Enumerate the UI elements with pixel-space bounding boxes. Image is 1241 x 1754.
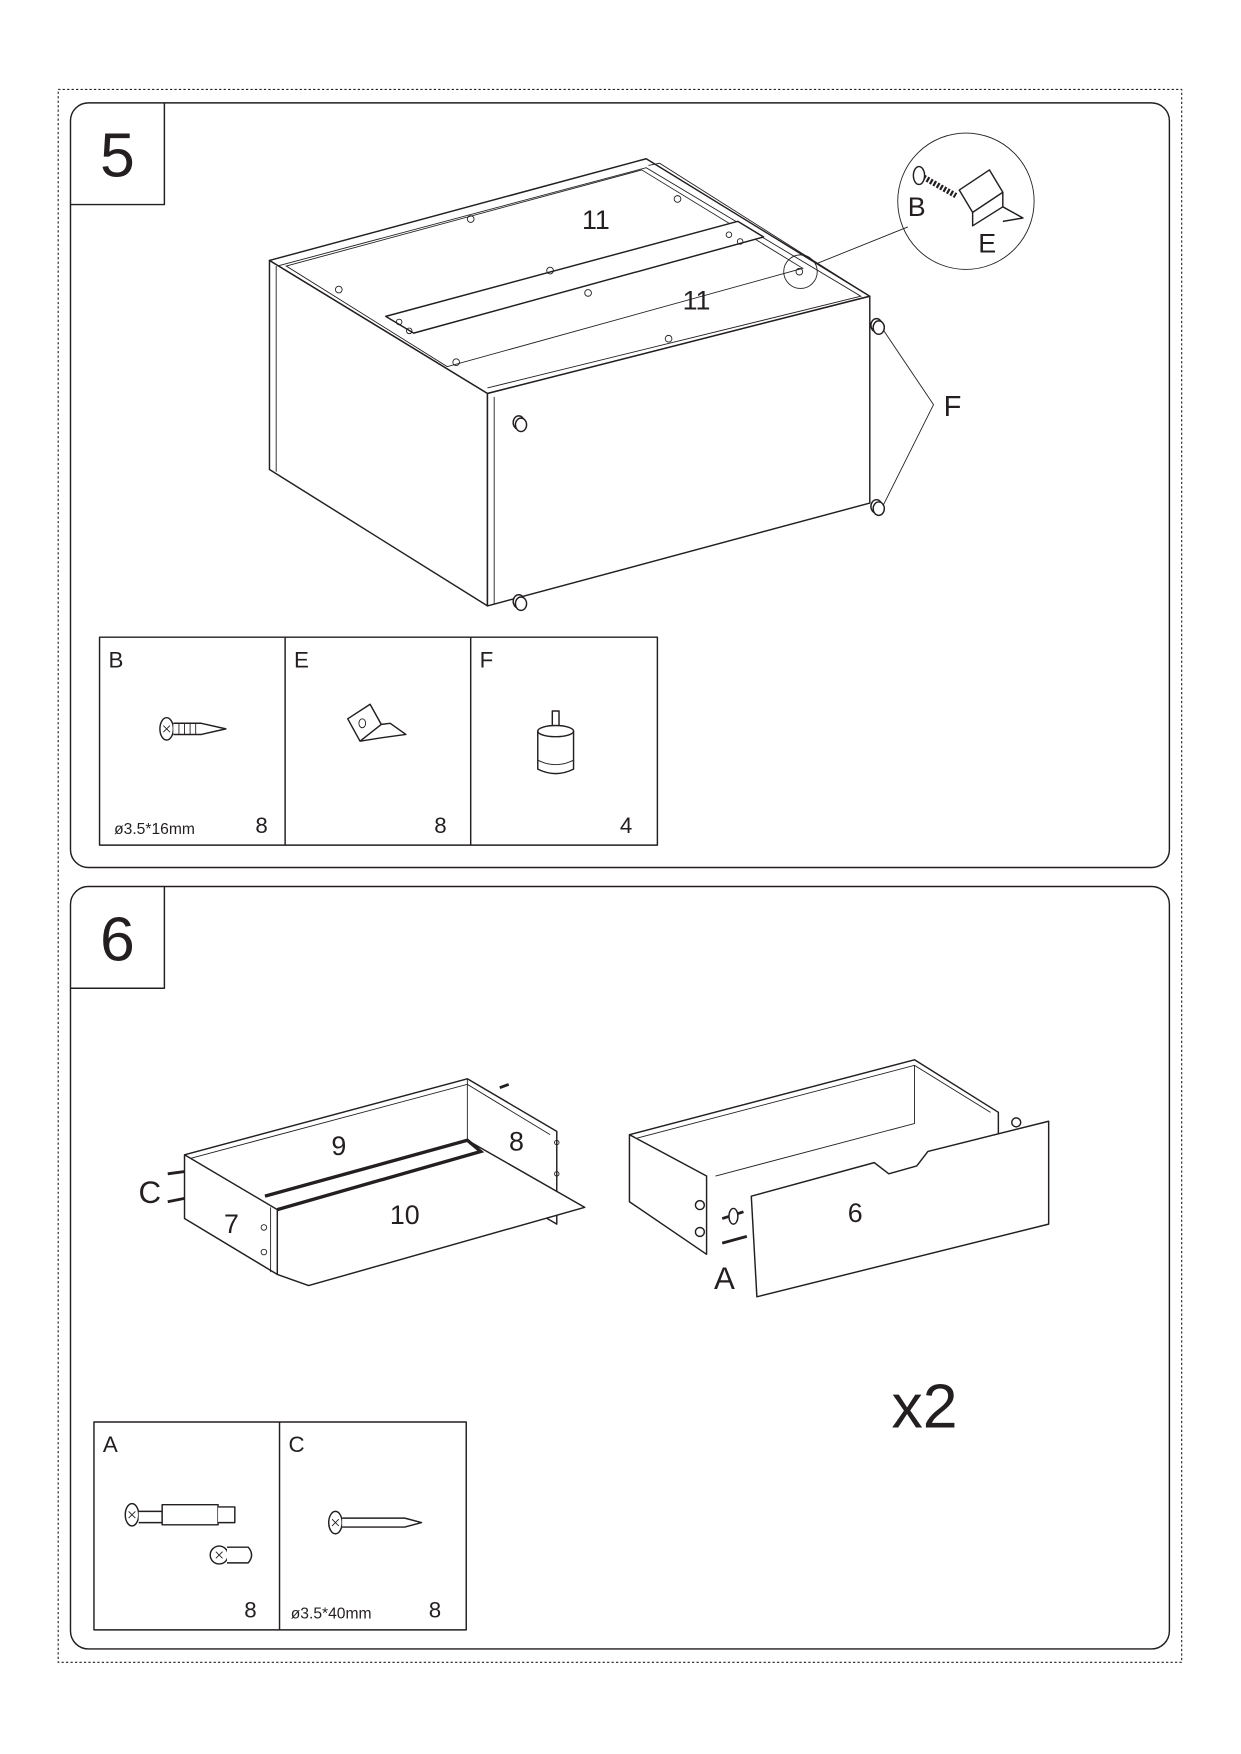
panel-7-label: 7 [224,1209,239,1239]
countersunk-screw-icon [159,716,227,741]
step-5-panel: 5 11 11 [69,102,1171,869]
part-f-cell: F 4 [480,647,633,837]
step-6-frame [69,885,1171,1650]
part-letter: B [108,647,123,672]
panel-10-label: 10 [390,1200,420,1230]
foot-icons [512,317,886,612]
part-spec: ø3.5*40mm [291,1606,372,1623]
part-c-cell: C ø3.5*40mm 8 [288,1432,441,1623]
detail-magnifier [897,132,1035,270]
panel-8-label: 8 [509,1126,524,1156]
step-6-number: 6 [100,904,135,974]
step-5-parts-table: B ø3.5*16mm 8 A E 8 F [98,636,659,846]
part-qty: 8 [434,813,446,838]
cabinet-drawing: 11 11 F [268,132,1035,612]
drawer-partial-drawing: 9 8 7 10 C [139,1078,586,1287]
step-6-number-box [70,886,166,989]
callout-e: E [978,229,996,259]
page-border [57,88,1183,1663]
part-e-cell: A E 8 [294,647,447,837]
panel-11-rear-label: 11 [582,205,610,235]
step-5-number-box [70,102,166,206]
long-screw-icon [327,1510,423,1535]
furniture-foot-icon [537,710,575,775]
part-qty: 8 [255,813,267,838]
drawer-front-attach-drawing: 6 A [628,1059,1050,1298]
step-6-panel: 6 9 8 7 10 C [69,885,1171,1650]
step-5-number: 5 [100,121,135,191]
part-qty: 8 [429,1598,441,1623]
step-6-parts-table: A 8 C [93,1421,467,1631]
part-letter: A [103,1432,118,1457]
part-qty: 8 [244,1598,256,1623]
callout-f: F [944,391,962,423]
part-a-cell: A 8 [103,1432,257,1622]
quantity-multiplier: x2 [892,1372,958,1442]
panel-9-label: 9 [331,1131,346,1161]
step-5-frame [69,102,1171,869]
drawer-front-panel [750,1120,1050,1298]
part-letter: E [294,647,309,672]
panel-6-label: 6 [848,1198,863,1228]
angle-bracket-icon [347,703,407,742]
part-b-cell: B ø3.5*16mm 8 [108,647,267,838]
cam-lock-fitting-icon [124,1502,253,1565]
callout-b: B [908,192,926,222]
panel-11-front-label: 11 [683,286,711,316]
part-qty: 4 [620,813,632,838]
part-letter: C [288,1432,304,1457]
callout-c: C [139,1175,162,1210]
part-spec: ø3.5*16mm [114,821,195,838]
callout-a: A [714,1261,735,1296]
part-letter: F [480,647,494,672]
